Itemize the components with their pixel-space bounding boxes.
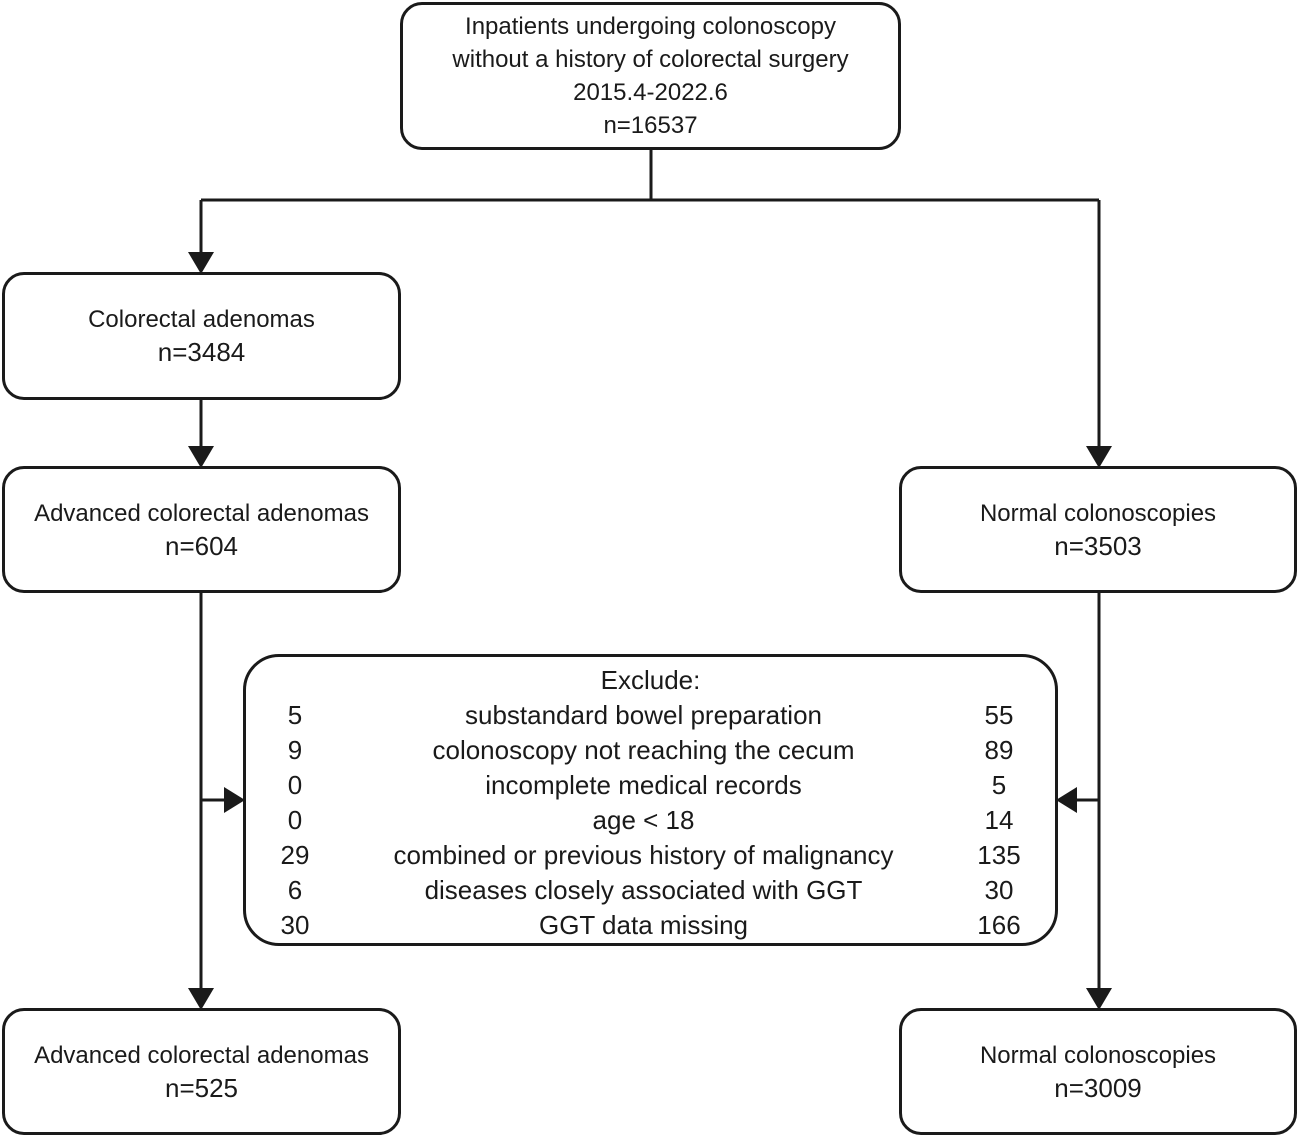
exclude-right-count: 55: [984, 700, 1014, 730]
advanced-adenomas-final-count: n=525: [164, 1072, 239, 1103]
advanced-adenomas-label: Advanced colorectal adenomas: [34, 499, 369, 527]
exclude-reason: combined or previous history of malignan…: [393, 840, 894, 870]
advanced-adenomas-final-box: Advanced colorectal adenomas n=525: [2, 1008, 401, 1135]
arrowhead-advanced-after: [188, 988, 214, 1010]
normal-colonoscopies-final-box: Normal colonoscopies n=3009: [899, 1008, 1297, 1135]
colorectal-adenomas-label: Colorectal adenomas: [88, 306, 315, 333]
normal-colonoscopies-label: Normal colonoscopies: [979, 499, 1217, 527]
exclude-row: 5 substandard bowel preparation 55: [246, 698, 1055, 733]
arrowhead-normal-colonoscopies: [1086, 446, 1112, 468]
exclude-reason: substandard bowel preparation: [464, 700, 823, 730]
arrowhead-advanced-adenomas: [188, 446, 214, 468]
arrowheads: [188, 252, 1112, 1010]
arrowhead-normal-after: [1086, 988, 1112, 1010]
exclude-title: Exclude:: [600, 665, 701, 695]
exclude-reason: age < 18: [592, 805, 695, 835]
exclude-left-count: 6: [287, 875, 303, 905]
normal-colonoscopies-final-label: Normal colonoscopies: [979, 1041, 1217, 1069]
inpatients-count: n=16537: [603, 112, 698, 139]
advanced-adenomas-final-label: Advanced colorectal adenomas: [34, 1041, 369, 1069]
exclude-left-count: 0: [287, 805, 303, 835]
exclude-right-count: 30: [984, 875, 1014, 905]
exclude-reason: incomplete medical records: [485, 770, 802, 800]
arrowhead-left-exclude: [224, 787, 245, 813]
normal-colonoscopies-final-count: n=3009: [1054, 1072, 1142, 1103]
exclude-reason: colonoscopy not reaching the cecum: [432, 735, 855, 765]
exclude-row: 6 diseases closely associated with GGT 3…: [246, 873, 1055, 908]
inpatients-box: Inpatients undergoing colonoscopy withou…: [400, 2, 901, 150]
exclude-right-count: 166: [977, 910, 1021, 940]
exclude-row: 30 GGT data missing 166: [246, 908, 1055, 943]
normal-colonoscopies-box: Normal colonoscopies n=3503: [899, 466, 1297, 593]
exclude-row: 29 combined or previous history of malig…: [246, 838, 1055, 873]
exclude-row: 9 colonoscopy not reaching the cecum 89: [246, 733, 1055, 768]
exclude-left-count: 9: [287, 735, 303, 765]
exclude-left-count: 0: [287, 770, 303, 800]
arrowhead-right-exclude: [1056, 787, 1077, 813]
exclude-box: Exclude: 5 substandard bowel preparation…: [243, 654, 1058, 946]
exclude-reason: diseases closely associated with GGT: [424, 875, 863, 905]
exclude-reason: GGT data missing: [538, 910, 749, 940]
exclude-right-count: 5: [991, 770, 1007, 800]
exclude-row: 0 incomplete medical records 5: [246, 768, 1055, 803]
exclude-row: 0 age < 18 14: [246, 803, 1055, 838]
colorectal-adenomas-count: n=3484: [157, 337, 246, 367]
colorectal-adenomas-box: Colorectal adenomas n=3484: [2, 272, 401, 400]
advanced-adenomas-box: Advanced colorectal adenomas n=604: [2, 466, 401, 593]
advanced-adenomas-count: n=604: [164, 530, 239, 561]
arrowhead-colorectal-adenomas: [188, 252, 214, 274]
exclude-right-count: 14: [984, 805, 1014, 835]
inpatients-line1: Inpatients undergoing colonoscopy: [465, 13, 836, 40]
exclude-left-count: 29: [280, 840, 310, 870]
exclude-right-count: 135: [977, 840, 1021, 870]
inpatients-period: 2015.4-2022.6: [573, 79, 728, 106]
exclude-left-count: 30: [280, 910, 310, 940]
exclude-right-count: 89: [984, 735, 1014, 765]
inpatients-line2: without a history of colorectal surgery: [452, 46, 849, 73]
normal-colonoscopies-count: n=3503: [1054, 530, 1142, 561]
exclude-left-count: 5: [287, 700, 303, 730]
